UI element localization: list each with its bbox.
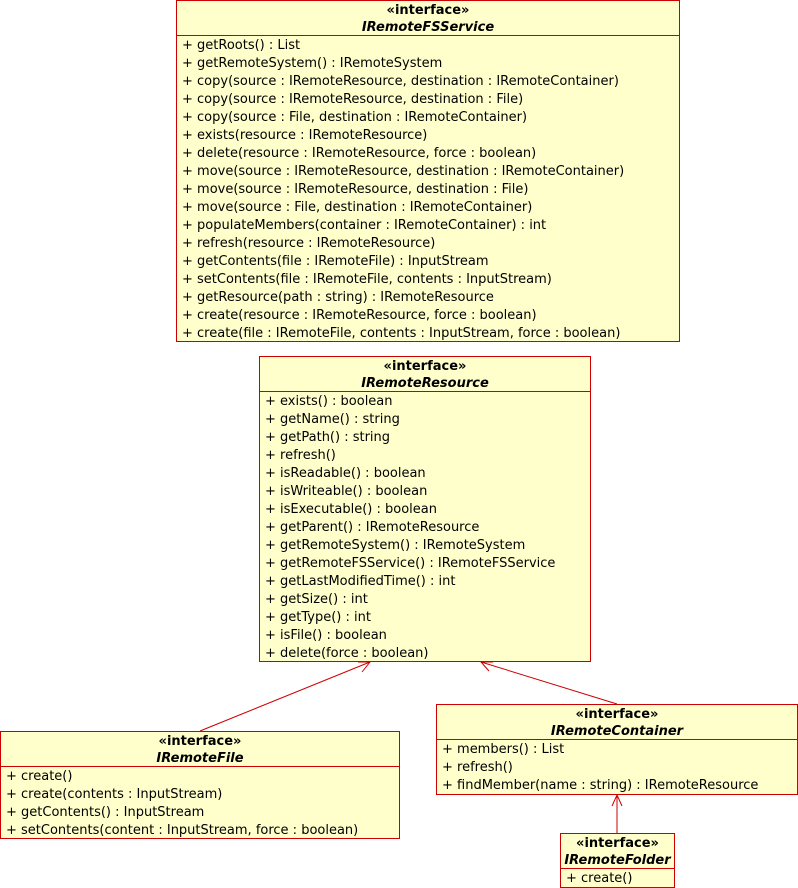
operation-item: + getLastModifiedTime() : int — [265, 574, 456, 589]
operation-item: + getResource(path : string) : IRemoteRe… — [182, 290, 494, 305]
class-header: «interface» IRemoteFile — [1, 732, 399, 767]
operation-item: + copy(source : IRemoteResource, destina… — [182, 74, 619, 89]
operation-item: + isFile() : boolean — [265, 628, 387, 643]
edge-file-to-resource — [199, 661, 372, 732]
operation-item: + isExecutable() : boolean — [265, 502, 437, 517]
class-iremotefolder[interactable]: «interface» IRemoteFolder + create() — [560, 833, 675, 888]
stereotype-label: «interface» — [576, 836, 659, 851]
operation-item: + populateMembers(container : IRemoteCon… — [182, 218, 547, 233]
operation-item: + getName() : string — [265, 412, 400, 427]
stereotype-label: «interface» — [575, 707, 659, 722]
operation-item: + getRemoteSystem() : IRemoteSystem — [265, 538, 526, 553]
operation-item: + copy(source : IRemoteResource, destina… — [182, 92, 524, 107]
edge-container-to-resource — [479, 661, 618, 705]
stereotype-label: «interface» — [386, 3, 470, 18]
operation-item: + isReadable() : boolean — [265, 466, 426, 481]
operation-item: + refresh(resource : IRemoteResource) — [182, 236, 436, 251]
operation-item: + delete(resource : IRemoteResource, for… — [182, 146, 537, 161]
operation-item: + create(resource : IRemoteResource, for… — [182, 308, 537, 323]
operation-item: + exists(resource : IRemoteResource) — [182, 128, 428, 143]
operation-item: + create() — [566, 871, 633, 886]
operation-item: + delete(force : boolean) — [265, 646, 429, 661]
operation-item: + create() — [6, 769, 73, 784]
class-header: «interface» IRemoteFSService — [177, 1, 679, 36]
operation-item: + move(source : File, destination : IRem… — [182, 200, 533, 215]
class-iremotefile[interactable]: «interface» IRemoteFile + create()+ crea… — [0, 731, 400, 839]
operation-item: + getRemoteFSService() : IRemoteFSServic… — [265, 556, 556, 571]
edge-folder-to-container — [611, 793, 623, 833]
class-header: «interface» IRemoteResource — [260, 357, 590, 392]
class-iremoteresource[interactable]: «interface» IRemoteResource + exists() :… — [259, 356, 591, 662]
operation-item: + getType() : int — [265, 610, 371, 625]
operation-item: + getContents() : InputStream — [6, 805, 205, 820]
class-name: IRemoteFolder — [564, 853, 671, 868]
class-header: «interface» IRemoteContainer — [437, 705, 797, 740]
class-name: IRemoteFSService — [361, 20, 495, 35]
operation-item: + setContents(content : InputStream, for… — [6, 823, 359, 838]
operation-item: + create(contents : InputStream) — [6, 787, 223, 802]
operation-item: + setContents(file : IRemoteFile, conten… — [182, 272, 552, 287]
operation-item: + getRemoteSystem() : IRemoteSystem — [182, 56, 443, 71]
operation-item: + move(source : IRemoteResource, destina… — [182, 182, 529, 197]
operations-list: + exists() : boolean + getName() : string… — [260, 392, 590, 663]
operation-item: + getSize() : int — [265, 592, 368, 607]
operations-list: + members() : List + refresh() + findMembe… — [437, 740, 797, 795]
stereotype-label: «interface» — [383, 359, 467, 374]
operation-item: + move(source : IRemoteResource, destina… — [182, 164, 625, 179]
class-name: IRemoteContainer — [550, 724, 684, 739]
operation-item: + getPath() : string — [265, 430, 391, 445]
operation-item: + exists() : boolean — [265, 394, 393, 409]
operation-item: + getRoots() : List — [182, 38, 301, 53]
operations-list: + create() — [561, 869, 674, 888]
stereotype-label: «interface» — [158, 734, 242, 749]
operation-item: + refresh() — [442, 760, 513, 775]
operation-item: + findMember(name : string) : IRemoteRes… — [442, 778, 759, 793]
class-iremotecontainer[interactable]: «interface» IRemoteContainer + members()… — [436, 704, 798, 795]
operation-item: + isWriteable() : boolean — [265, 484, 428, 499]
operation-item: + create(file : IRemoteFile, contents : … — [182, 326, 621, 341]
operation-item: + getParent() : IRemoteResource — [265, 520, 480, 535]
operation-item: + refresh() — [265, 448, 336, 463]
operations-list: + getRoots() : List + getRemoteSystem() :… — [177, 36, 679, 343]
operation-item: + getContents(file : IRemoteFile) : Inpu… — [182, 254, 489, 269]
class-header: «interface» IRemoteFolder — [561, 834, 674, 869]
class-name: IRemoteFile — [156, 751, 244, 766]
class-iremotefsservice[interactable]: «interface» IRemoteFSService + getRoots(… — [176, 0, 680, 342]
operations-list: + create() + create(contents : InputStrea… — [1, 767, 399, 840]
operation-item: + copy(source : File, destination : IRem… — [182, 110, 528, 125]
class-name: IRemoteResource — [361, 376, 489, 391]
operation-item: + members() : List — [442, 742, 565, 757]
